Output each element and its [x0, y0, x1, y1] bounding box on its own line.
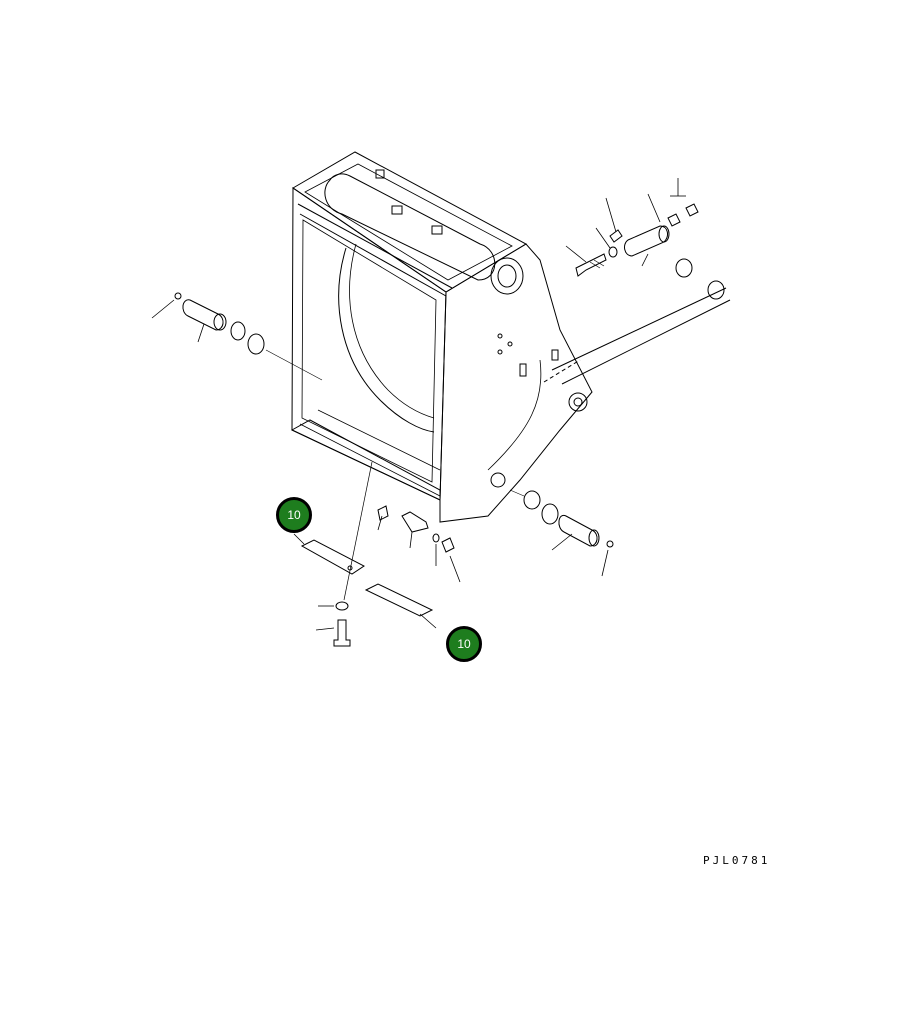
callout-badge[interactable]: 10 — [446, 626, 482, 662]
cover-plate-right — [366, 584, 432, 616]
block-1 — [378, 506, 388, 520]
bolt-upper — [576, 254, 606, 276]
frame-top-rim-inner — [305, 164, 512, 280]
nut-2 — [686, 204, 698, 216]
clip-3 — [376, 170, 384, 178]
washer-lower — [433, 534, 439, 542]
bushing-lower-1 — [524, 491, 540, 509]
boss-pin-inner — [574, 398, 582, 406]
bushing-upper-1 — [676, 259, 692, 277]
upper-right-hardware — [576, 204, 724, 299]
bushing-left-1 — [231, 322, 245, 340]
bolt-hole-1 — [498, 334, 502, 338]
boss-pin — [569, 393, 587, 411]
bolt-hole-3 — [508, 342, 512, 346]
leader-lines — [152, 178, 686, 630]
drawing-code: PJL0781 — [703, 854, 771, 867]
callout-label: 10 — [457, 637, 471, 651]
frame-bottom — [292, 420, 440, 500]
lower-right-hardware — [510, 490, 613, 547]
side-plate — [440, 244, 592, 522]
clip-1 — [392, 206, 402, 214]
callout-label: 10 — [287, 508, 301, 522]
block-2 — [442, 538, 454, 552]
clip-5 — [552, 350, 558, 360]
frame-top-rim — [293, 152, 526, 292]
fan-shroud — [339, 248, 434, 432]
lower-middle-hardware — [302, 462, 454, 646]
frame-front-inner — [302, 220, 436, 482]
side-plate-curve — [488, 360, 541, 470]
top-beam-1 — [298, 204, 452, 288]
bolt-bottom — [334, 620, 350, 646]
top-beam-2 — [300, 214, 446, 296]
bushing-left-2 — [248, 334, 264, 354]
bushing-upper-2 — [708, 281, 724, 299]
tank-end-inner — [498, 265, 516, 287]
washer-upper — [609, 247, 617, 257]
bolt-lower — [402, 512, 428, 532]
boss-lower — [491, 473, 505, 487]
pin-lower — [559, 515, 597, 546]
bushing-lower-2 — [542, 504, 558, 524]
grease-fitting-lower — [607, 541, 613, 547]
frame-assembly — [292, 152, 592, 522]
cover-plate-left — [302, 540, 364, 574]
upper-left-hardware — [175, 293, 322, 380]
pin-left — [183, 300, 223, 330]
nut-1 — [668, 214, 680, 226]
clip-2 — [432, 226, 442, 234]
bottom-plate — [300, 410, 440, 496]
bolt-hole-2 — [498, 350, 502, 354]
washer-bottom — [336, 602, 348, 610]
grease-fitting-left — [175, 293, 181, 299]
frame-front-face — [292, 188, 446, 500]
callout-badge[interactable]: 10 — [276, 497, 312, 533]
clip-4 — [520, 364, 526, 376]
pivot-shaft — [544, 288, 730, 384]
fan-shroud-inner — [350, 244, 434, 418]
clip-plate — [610, 230, 622, 242]
tank-end — [491, 258, 523, 294]
